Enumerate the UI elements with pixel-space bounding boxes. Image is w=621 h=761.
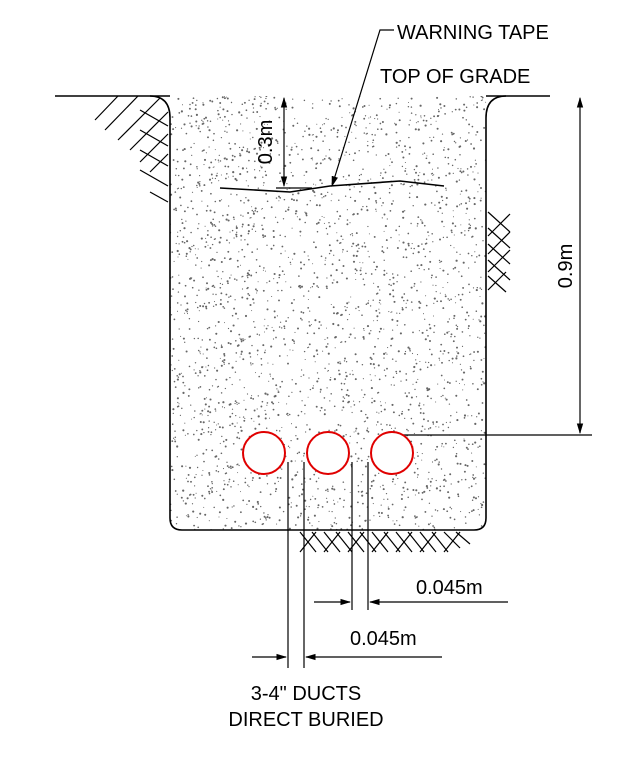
duct-circle: [306, 431, 350, 475]
soil-hatch-bottom: [299, 531, 471, 553]
duct-circle: [242, 431, 286, 475]
soil-hatch-left: [94, 95, 169, 203]
warning-tape-label: WARNING TAPE: [397, 22, 549, 44]
warning-tape-line: [219, 180, 445, 193]
ducts-caption-line2: DIRECT BURIED: [228, 709, 383, 731]
spacing-upper-label: 0.045m: [416, 577, 483, 599]
depth-trench-label: 0.9m: [555, 244, 577, 288]
soil-hatch-right: [487, 211, 511, 293]
trench-outline: [149, 95, 507, 531]
top-of-grade-label: TOP OF GRADE: [380, 66, 530, 88]
ducts-caption-line1: 3-4" DUCTS: [251, 683, 361, 705]
depth-tape-label: 0.3m: [255, 120, 277, 164]
duct-circle: [370, 431, 414, 475]
spacing-lower-label: 0.045m: [350, 628, 417, 650]
warning-tape-leader: [331, 29, 394, 188]
